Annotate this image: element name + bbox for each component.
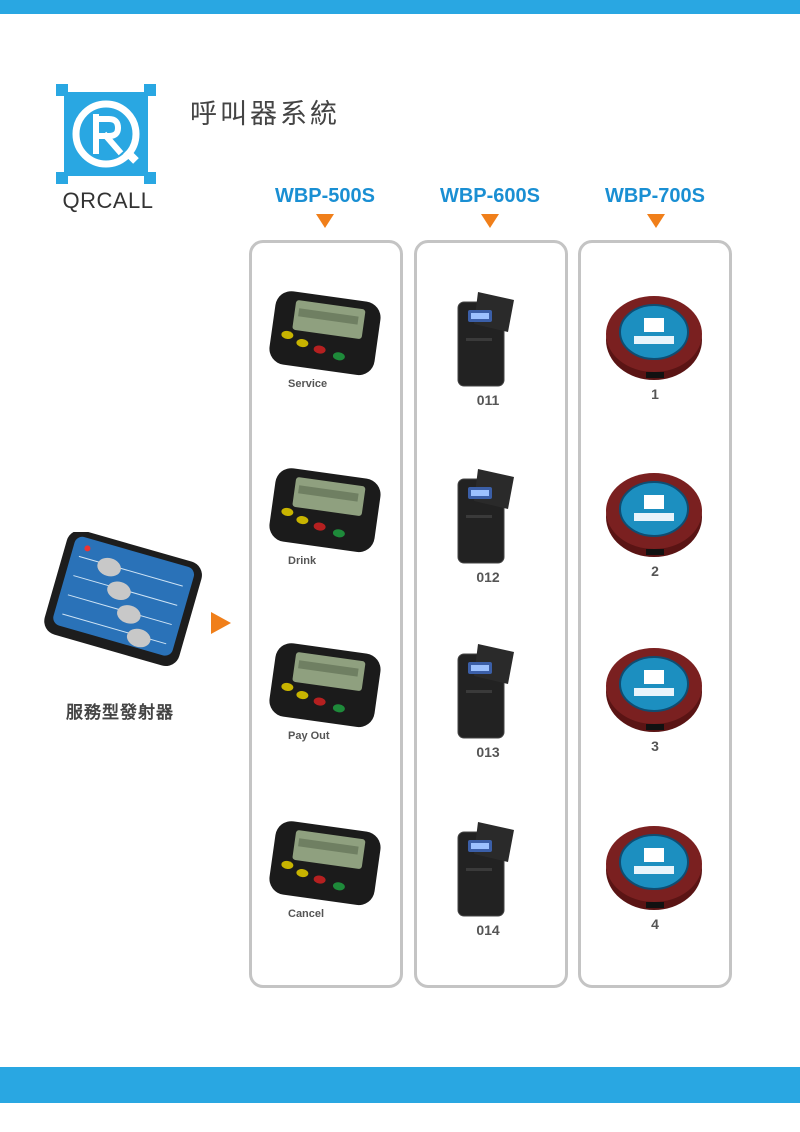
pager-number-1: 011 bbox=[476, 392, 500, 408]
page-title: 呼叫器系統 bbox=[190, 99, 340, 130]
column-heading-wbp500s: WBP-500S bbox=[274, 185, 376, 207]
qrcall-logo-icon bbox=[56, 84, 156, 184]
pager-label-3: Pay Out bbox=[288, 730, 330, 742]
pager-wbp600s-image bbox=[457, 469, 514, 564]
pager-number-3: 013 bbox=[476, 744, 500, 760]
pager-wbp500s-image bbox=[269, 291, 381, 376]
coaster-number-4: 4 bbox=[651, 916, 659, 932]
pager-label-2: Drink bbox=[288, 555, 317, 567]
pager-wbp600s-image bbox=[457, 822, 514, 917]
bottom-accent-bar bbox=[0, 1067, 800, 1103]
brand-name: QRCALL bbox=[62, 188, 154, 213]
service-transmitter-image bbox=[44, 532, 202, 667]
pager-label-1: Service bbox=[288, 378, 328, 390]
column-arrow-icon bbox=[481, 214, 499, 228]
coaster-number-1: 1 bbox=[651, 386, 659, 402]
column-heading-wbp700s: WBP-700S bbox=[604, 185, 706, 207]
column-arrow-icon bbox=[316, 214, 334, 228]
pager-wbp500s-image bbox=[269, 643, 381, 728]
top-accent-bar bbox=[0, 0, 800, 14]
pager-wbp600s-image bbox=[457, 644, 514, 739]
pager-wbp500s-image bbox=[269, 468, 381, 553]
pager-number-2: 012 bbox=[476, 569, 500, 585]
column-arrow-icon bbox=[647, 214, 665, 228]
transmitter-arrow-icon bbox=[211, 612, 231, 634]
pager-number-4: 014 bbox=[476, 922, 500, 938]
coaster-wbp700s-image bbox=[606, 826, 702, 910]
pager-label-4: Cancel bbox=[288, 908, 325, 920]
coaster-number-3: 3 bbox=[651, 738, 659, 754]
transmitter-caption: 服務型發射器 bbox=[66, 703, 174, 723]
column-heading-wbp600s: WBP-600S bbox=[439, 185, 541, 207]
pager-wbp600s-image bbox=[457, 292, 514, 387]
coaster-wbp700s-image bbox=[606, 648, 702, 732]
coaster-wbp700s-image bbox=[606, 296, 702, 380]
coaster-wbp700s-image bbox=[606, 473, 702, 557]
pager-wbp500s-image bbox=[269, 821, 381, 906]
coaster-number-2: 2 bbox=[651, 563, 659, 579]
